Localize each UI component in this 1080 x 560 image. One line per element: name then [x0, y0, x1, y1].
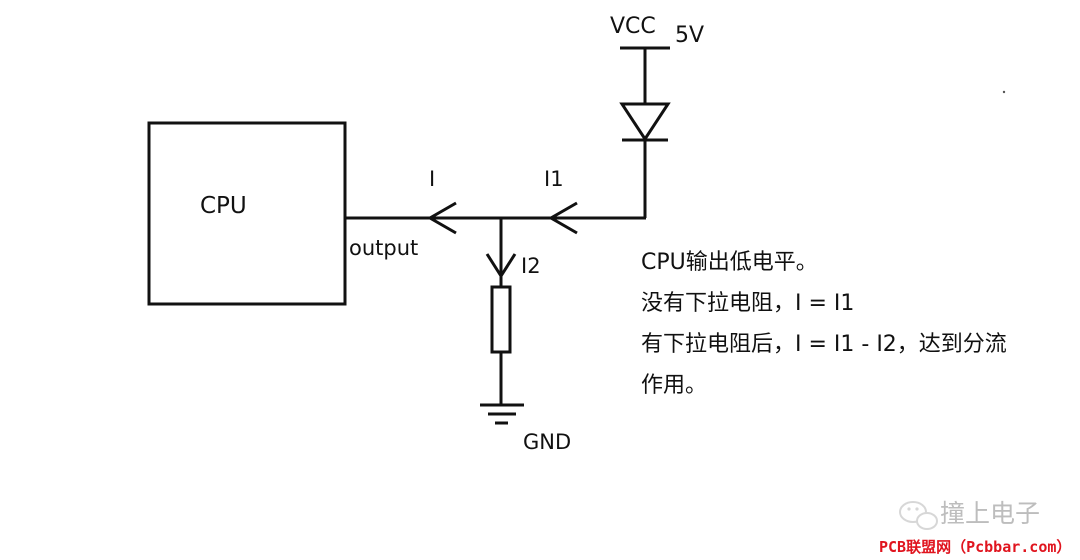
note-line: CPU输出低电平。 [641, 250, 818, 275]
watermark-source: PCB联盟网（Pcbbar.com） [879, 538, 1071, 556]
current-i2-label: I2 [521, 254, 541, 278]
cpu-block [147, 121, 347, 306]
current-i1-arrow [547, 201, 578, 235]
diode-symbol [619, 102, 671, 142]
ground-icon [480, 403, 524, 425]
watermark-brand: 撞上电子 [940, 499, 1040, 528]
current-i2-arrow [485, 253, 517, 279]
voltage-label: 5V [675, 23, 704, 48]
output-label: output [349, 236, 418, 260]
vcc-label: VCC [610, 14, 656, 39]
note-line: 作用。 [641, 373, 707, 398]
note-line: 没有下拉电阻，I = I1 [641, 291, 854, 316]
note-line: 有下拉电阻后，I = I1 - I2，达到分流 [641, 332, 1007, 357]
stray-dot [1002, 90, 1006, 94]
pulldown-resistor [490, 285, 512, 354]
current-i1-label: I1 [544, 167, 564, 191]
explanation-note: CPU输出低电平。 没有下拉电阻，I = I1 有下拉电阻后，I = I1 - … [641, 250, 1007, 398]
cpu-label: CPU [200, 193, 247, 219]
current-i-label: I [429, 167, 435, 191]
current-i-arrow [426, 201, 457, 235]
gnd-label: GND [523, 430, 571, 454]
wechat-icon [899, 501, 938, 530]
